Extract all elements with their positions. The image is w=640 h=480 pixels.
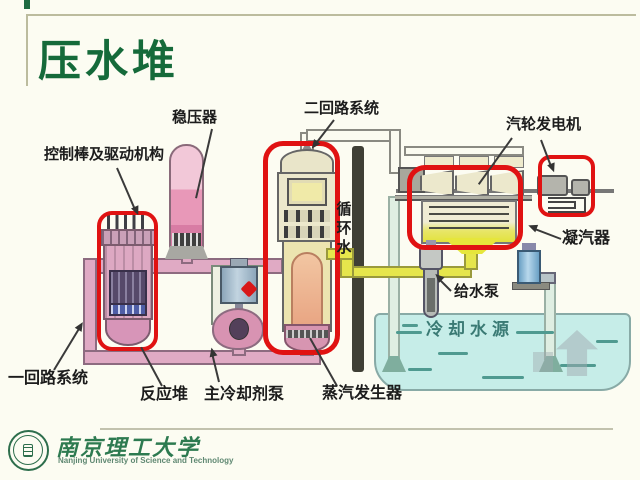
- water-ripple: [396, 331, 422, 334]
- condenser-tube: [429, 220, 509, 222]
- sg-separator-band: [284, 226, 330, 238]
- sg-tube-bundle: [291, 252, 323, 330]
- feedwater-pipe-horizontal: [340, 266, 472, 278]
- feedwater-pump-cap: [426, 240, 436, 248]
- university-seal: [8, 430, 49, 471]
- water-ripple: [438, 352, 468, 355]
- turbine-condenser-highlight-box: [407, 165, 523, 250]
- footer-rule: [100, 428, 613, 430]
- generator-bracket: [548, 201, 576, 209]
- label-steam-generator: 蒸汽发生器: [322, 385, 403, 402]
- sg-tubesheet-band: [286, 330, 328, 338]
- reactor-core-lower-band: [109, 303, 147, 316]
- water-ripple: [482, 376, 524, 379]
- water-ripple: [408, 368, 432, 371]
- condenser-tube: [429, 227, 509, 229]
- label-main-coolant-pump: 主冷却剂泵: [204, 386, 285, 403]
- water-ripple: [516, 331, 554, 334]
- sg-steam-drum: [287, 178, 327, 206]
- primary-pipe-left-vertical: [83, 258, 97, 362]
- watermark-square: [533, 352, 553, 372]
- corner-tick: [24, 0, 30, 9]
- title-rule-horizontal: [26, 14, 636, 16]
- label-cooling-water-source: 冷却水源: [426, 320, 514, 339]
- steam-admission-header: [404, 146, 524, 156]
- generator-highlight-box: [538, 155, 595, 217]
- main-pump-volute-hub: [229, 318, 249, 340]
- leader-primary-loop: [53, 326, 81, 371]
- condenser-tube: [429, 206, 509, 208]
- sg-top-nozzle: [301, 141, 313, 152]
- university-name-en: Nanjing University of Science and Techno…: [58, 456, 234, 465]
- arrowhead-main-coolant-pump: [207, 346, 218, 358]
- circ-pump-motor: [517, 250, 541, 284]
- seal-emblem: [23, 444, 33, 457]
- university-name-cn: 南京理工大学: [56, 435, 201, 460]
- steam-pipe-down-elbow: [389, 129, 401, 174]
- feedwater-pump-core: [427, 278, 435, 312]
- water-ripple: [596, 340, 618, 343]
- label-primary-loop: 一回路系统: [8, 370, 89, 387]
- pressurizer-skirt: [165, 246, 208, 259]
- steam-generator-highlight-box: [263, 141, 340, 355]
- label-pressurizer: 稳压器: [172, 109, 218, 126]
- sg-separator-band: [284, 210, 330, 222]
- reactor-highlight-box: [97, 211, 158, 351]
- water-ripple: [402, 324, 418, 327]
- feedwater-pipe-to-sg: [326, 248, 354, 260]
- title-rule-vertical: [26, 14, 28, 86]
- pressurizer-heater-band: [172, 233, 201, 247]
- containment-wall-bar: [352, 146, 364, 372]
- reactor-flange: [100, 229, 156, 246]
- label-condenser: 凝汽器: [562, 230, 611, 247]
- generator-exciter-block: [571, 179, 590, 196]
- page-title: 压水堆: [38, 38, 179, 86]
- condenser-tube: [429, 213, 509, 215]
- label-reactor: 反应堆: [140, 386, 189, 403]
- label-circulating-water: 循环水: [334, 201, 352, 258]
- control-rod-drives: [107, 213, 149, 231]
- leader-control-rods: [116, 167, 137, 213]
- label-control-rods: 控制棒及驱动机构: [44, 146, 165, 163]
- intake-foot: [382, 356, 406, 372]
- circ-pump-cap: [522, 243, 536, 251]
- label-feedwater-pump: 给水泵: [454, 283, 500, 300]
- label-secondary-loop: 二回路系统: [304, 100, 380, 117]
- circulating-water-pipe-left: [388, 196, 400, 360]
- intake-foot: [539, 356, 563, 372]
- seal-inner-ring: [13, 435, 43, 465]
- label-turbine-generator: 汽轮发电机: [506, 116, 582, 133]
